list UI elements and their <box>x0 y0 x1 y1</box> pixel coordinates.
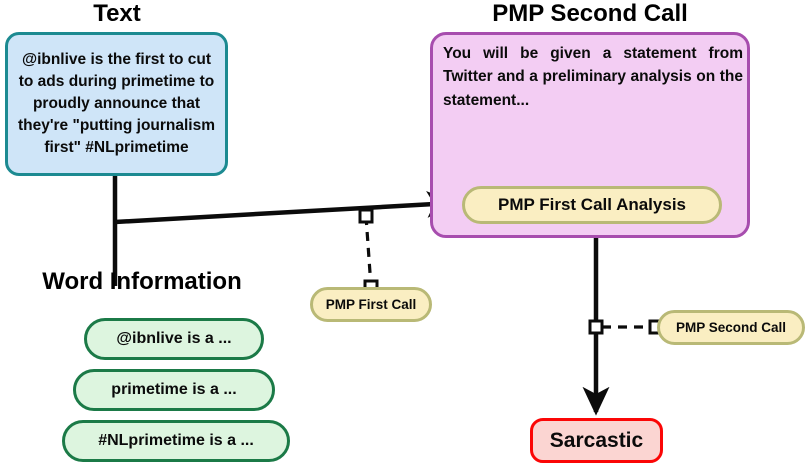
heading-text: Text <box>93 0 141 27</box>
text-input-box: @ibnlive is the first to cut to ads duri… <box>5 32 228 176</box>
connector-square-left <box>588 319 604 335</box>
pmp-second-call-prompt: You will be given a statement from Twitt… <box>443 45 743 109</box>
pmp-first-call-analysis-pill: PMP First Call Analysis <box>462 186 722 224</box>
heading-pmp-second-call: PMP Second Call <box>492 0 688 27</box>
text-input-content: @ibnlive is the first to cut to ads duri… <box>17 51 216 156</box>
word-information-item: primetime is a ... <box>73 369 275 411</box>
pmp-second-call-note: PMP Second Call <box>657 310 805 345</box>
edge-note-pmp-first-call <box>364 215 373 288</box>
edge-text-to-pmp-first-call-analysis <box>114 190 456 225</box>
pmp-first-call-note: PMP First Call <box>310 287 432 322</box>
heading-word-information: Word Information <box>42 268 242 295</box>
word-information-item: #NLprimetime is a ... <box>62 420 290 462</box>
output-label-sarcastic: Sarcastic <box>530 418 663 463</box>
word-information-item: @ibnlive is a ... <box>84 318 264 360</box>
connector-square-top <box>358 208 374 224</box>
